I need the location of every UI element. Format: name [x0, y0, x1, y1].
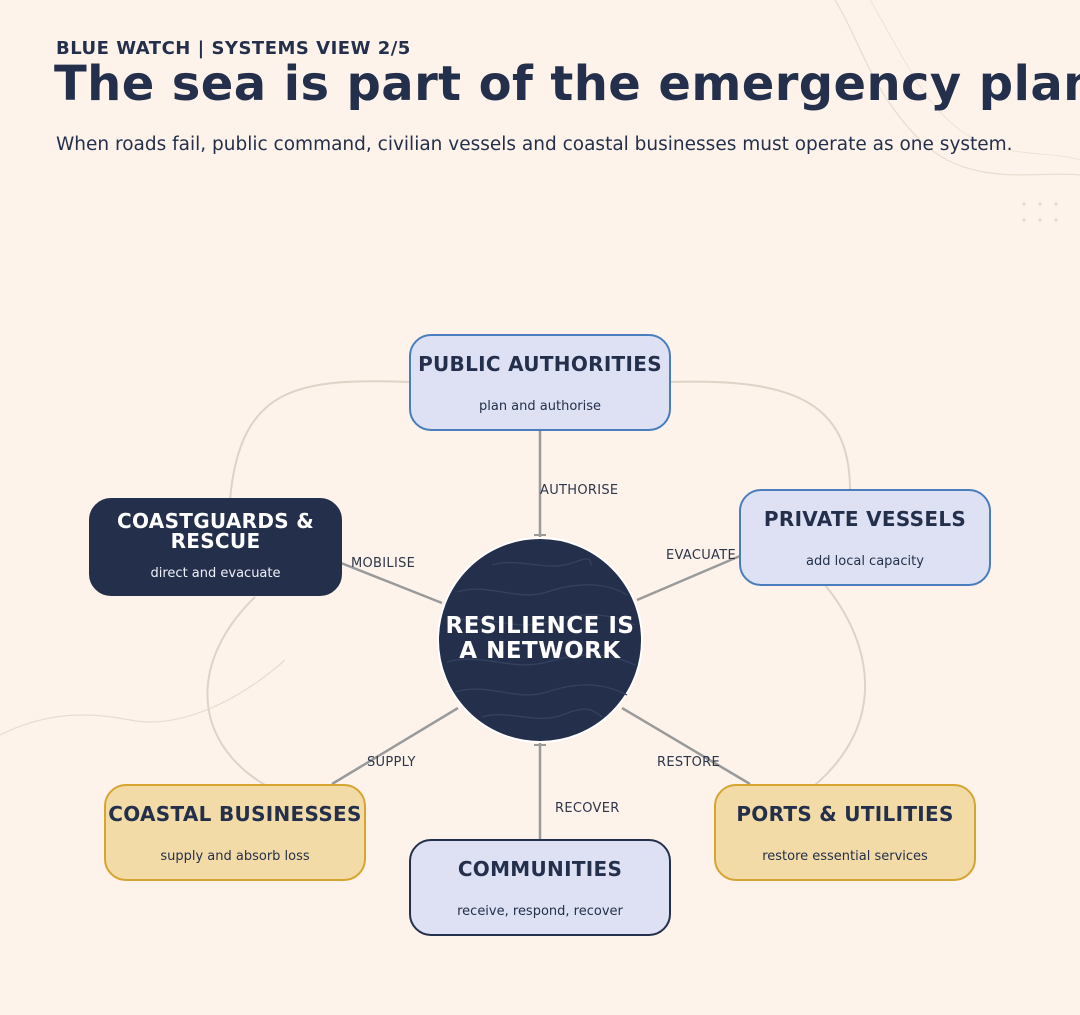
node-description: restore essential services	[762, 849, 928, 864]
hub-label-line1: RESILIENCE IS	[445, 613, 635, 639]
edge-label-recover: RECOVER	[555, 801, 620, 816]
node-title-line2: RESCUE	[170, 529, 261, 553]
ring-curve-left	[206, 596, 266, 786]
node-coastguards-rescue: COASTGUARDS & RESCUE direct and evacuate	[89, 498, 342, 596]
spoke-restore	[621, 706, 751, 786]
edge-label-authorise: AUTHORISE	[540, 483, 619, 498]
node-title: PRIVATE VESSELS	[763, 507, 967, 531]
dot-grid-decoration	[1022, 202, 1058, 222]
node-description: add local capacity	[806, 554, 924, 569]
kicker: BLUE WATCH | SYSTEMS VIEW 2/5	[56, 38, 411, 59]
node-title: COMMUNITIES	[457, 857, 623, 881]
node-communities: COMMUNITIES receive, respond, recover	[409, 839, 671, 936]
edge-label-mobilise: MOBILISE	[351, 556, 416, 571]
node-description: plan and authorise	[478, 399, 601, 414]
node-coastal-businesses: COASTAL BUSINESSES supply and absorb los…	[104, 784, 366, 881]
ring-curve-top-left	[229, 380, 411, 501]
spoke-evacuate	[636, 554, 741, 602]
page-title: The sea is part of the emergency plan	[54, 56, 1080, 112]
node-description: supply and absorb loss	[160, 849, 310, 864]
node-description: direct and evacuate	[150, 566, 281, 581]
node-title: PUBLIC AUTHORITIES	[418, 352, 662, 376]
node-title: PORTS & UTILITIES	[736, 802, 954, 826]
node-private-vessels: PRIVATE VESSELS add local capacity	[739, 489, 991, 586]
spoke-supply	[331, 706, 459, 786]
spoke-mobilise	[340, 561, 443, 605]
ring-curve-top-right	[667, 380, 851, 491]
edge-label-evacuate: EVACUATE	[666, 548, 736, 563]
node-title: COASTAL BUSINESSES	[108, 802, 362, 826]
hub-label-line2: A NETWORK	[459, 638, 621, 664]
page-subtitle: When roads fail, public command, civilia…	[56, 134, 1013, 155]
hub-label: RESILIENCE IS A NETWORK	[437, 614, 643, 664]
hub-circle	[437, 537, 643, 743]
ring-curve-right	[814, 584, 866, 786]
node-public-authorities: PUBLIC AUTHORITIES plan and authorise	[409, 334, 671, 431]
node-title-line1: COASTGUARDS &	[117, 509, 314, 533]
edge-label-supply: SUPPLY	[367, 755, 416, 770]
edge-label-restore: RESTORE	[657, 755, 721, 770]
node-ports-utilities: PORTS & UTILITIES restore essential serv…	[714, 784, 976, 881]
node-description: receive, respond, recover	[457, 904, 623, 919]
